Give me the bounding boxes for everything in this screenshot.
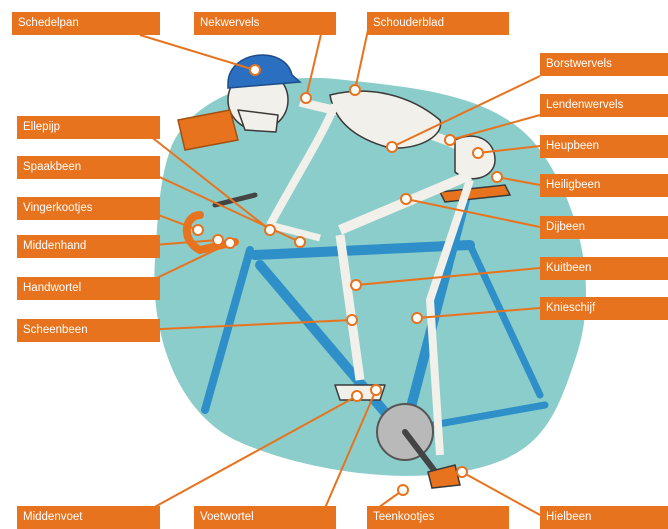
label-ellepijp: Ellepijp <box>17 116 160 139</box>
label-dijbeen: Dijbeen <box>540 216 668 239</box>
label-schouderblad: Schouderblad <box>367 12 509 35</box>
label-spaakbeen: Spaakbeen <box>17 156 160 179</box>
label-scheenbeen: Scheenbeen <box>17 319 160 342</box>
label-middenvoet: Middenvoet <box>17 506 160 529</box>
label-kuitbeen: Kuitbeen <box>540 257 668 280</box>
label-lendenwervels: Lendenwervels <box>540 94 668 117</box>
label-voetwortel: Voetwortel <box>194 506 336 529</box>
label-heupbeen: Heupbeen <box>540 135 668 158</box>
label-heiligbeen: Heiligbeen <box>540 174 668 197</box>
label-borstwervels: Borstwervels <box>540 53 668 76</box>
label-schedelpan: Schedelpan <box>12 12 160 35</box>
label-teenkootjes: Teenkootjes <box>367 506 509 529</box>
label-vingerkootjes: Vingerkootjes <box>17 197 160 220</box>
cap <box>228 55 300 88</box>
label-middenhand: Middenhand <box>17 235 160 258</box>
label-handwortel: Handwortel <box>17 277 160 300</box>
label-knieschijf: Knieschijf <box>540 297 668 320</box>
label-nekwervels: Nekwervels <box>194 12 336 35</box>
label-hielbeen: Hielbeen <box>540 506 668 529</box>
